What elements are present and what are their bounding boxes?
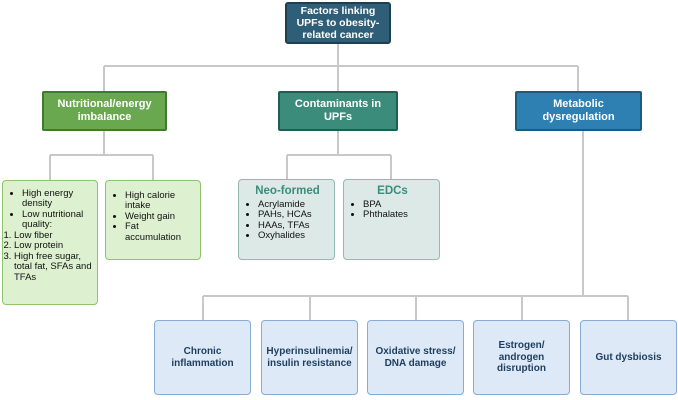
- list-item: Low nutritional quality:: [22, 209, 93, 231]
- list-item: High energy density: [22, 188, 93, 210]
- list-item: BPA: [363, 199, 435, 210]
- nutritional-list-intake: High calorie intake Weight gain Fat accu…: [105, 180, 201, 260]
- list-item: High free sugar, total fat, SFAs and TFA…: [14, 251, 93, 283]
- mechanism-label: Hyperinsulinemia/ insulin resistance: [266, 346, 353, 369]
- category-contaminants: Contaminants in UPFs: [278, 91, 398, 131]
- list-item: Acrylamide: [258, 199, 330, 210]
- list-item: Oxyhalides: [258, 230, 330, 241]
- list-item: Fat accumulation: [125, 222, 196, 243]
- list-item: PAHs, HCAs: [258, 209, 330, 220]
- root-label: Factors linking UPFs to obesity-related …: [296, 4, 380, 42]
- mechanism-hormone-disruption: Estrogen/ androgen disruption: [473, 320, 570, 395]
- list-item: High calorie intake: [125, 190, 196, 212]
- mechanism-label: Oxidative stress/ DNA damage: [375, 346, 456, 369]
- category-nutritional: Nutritional/energy imbalance: [42, 91, 167, 131]
- mechanism-label: Chronic inflammation: [171, 346, 234, 369]
- neoformed-box: Neo-formed Acrylamide PAHs, HCAs HAAs, T…: [238, 179, 335, 260]
- list-item: Weight gain: [125, 211, 196, 222]
- list-item: Low protein: [14, 240, 93, 251]
- mechanism-label: Gut dysbiosis: [595, 351, 662, 363]
- category-nutritional-label: Nutritional/energy imbalance: [57, 98, 152, 123]
- edcs-box: EDCs BPA Phthalates: [343, 179, 440, 260]
- list-item: HAAs, TFAs: [258, 220, 330, 231]
- list-item: Phthalates: [363, 209, 435, 220]
- neoformed-title: Neo-formed: [255, 185, 320, 197]
- category-metabolic: Metabolic dysregulation: [515, 91, 642, 131]
- root-node: Factors linking UPFs to obesity-related …: [285, 2, 391, 44]
- nutritional-list-quality: High energy density Low nutritional qual…: [2, 180, 98, 305]
- mechanism-gut-dysbiosis: Gut dysbiosis: [580, 320, 677, 395]
- list-item: Low fiber: [14, 230, 93, 241]
- edcs-title: EDCs: [377, 185, 408, 197]
- mechanism-label: Estrogen/ androgen disruption: [497, 340, 546, 375]
- category-contaminants-label: Contaminants in UPFs: [294, 98, 382, 123]
- mechanism-hyperinsulinemia: Hyperinsulinemia/ insulin resistance: [261, 320, 358, 395]
- category-metabolic-label: Metabolic dysregulation: [542, 98, 615, 123]
- mechanism-chronic-inflammation: Chronic inflammation: [154, 320, 251, 395]
- mechanism-oxidative-stress: Oxidative stress/ DNA damage: [367, 320, 464, 395]
